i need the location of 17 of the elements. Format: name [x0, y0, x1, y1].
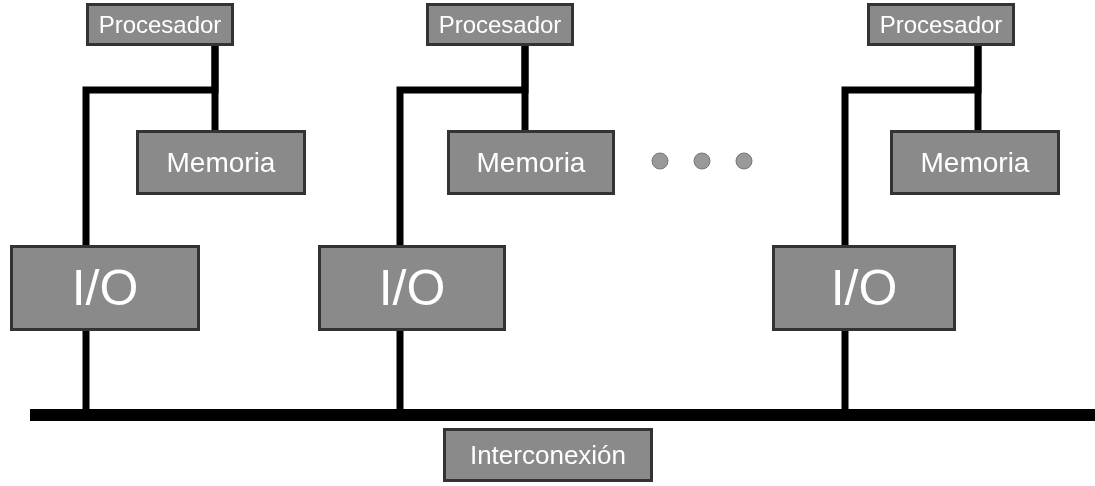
component-box: I/O: [772, 245, 956, 331]
bus-label-box: Interconexión: [443, 428, 653, 482]
component-box: I/O: [318, 245, 506, 331]
bus-bar: [30, 409, 1095, 421]
component-box: Memoria: [890, 130, 1060, 195]
connector-line: [82, 331, 90, 409]
component-box: Memoria: [447, 130, 615, 195]
connector-line: [841, 46, 982, 245]
component-box: Procesador: [86, 3, 234, 46]
component-box: I/O: [10, 245, 200, 331]
component-box: Procesador: [426, 3, 574, 46]
connector-line: [82, 46, 219, 245]
component-box: Procesador: [867, 3, 1015, 46]
connector-line: [396, 331, 404, 409]
connector-line: [841, 331, 849, 409]
connector-line: [396, 46, 529, 245]
component-box: Memoria: [136, 130, 306, 195]
